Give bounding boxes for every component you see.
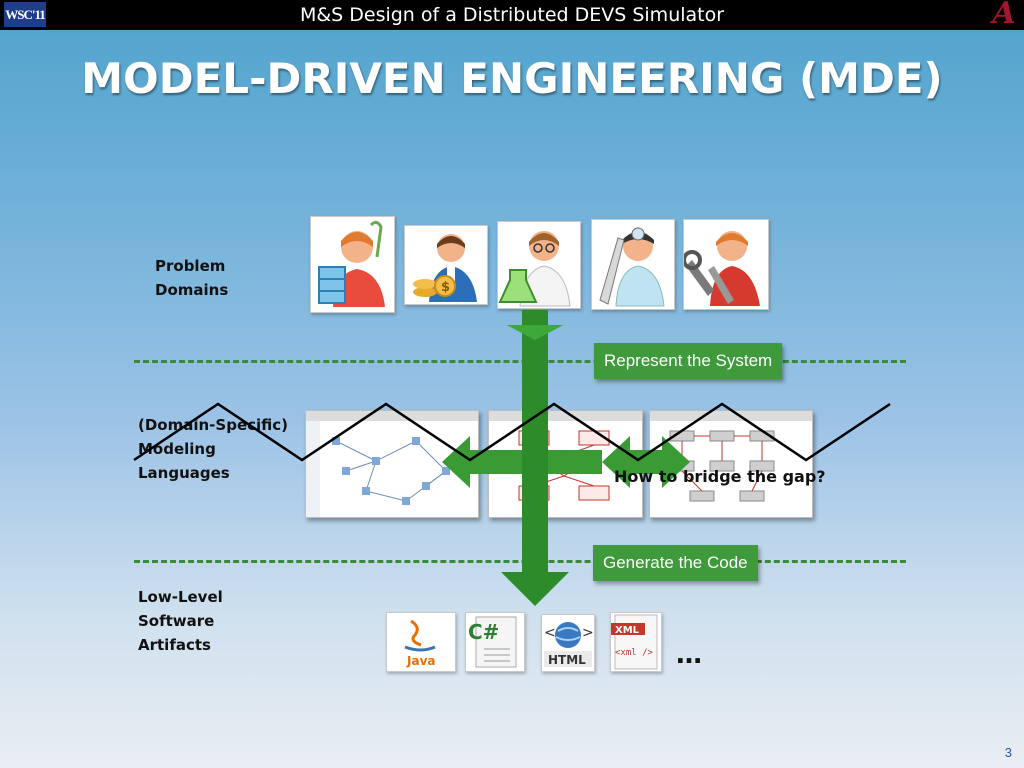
person-card-doctor: [591, 219, 675, 310]
xml-icon: XML <xml />: [611, 614, 658, 670]
bridge-question: How to bridge the gap?: [614, 467, 826, 486]
label-software-artifacts: Low-Level Software Artifacts: [138, 588, 223, 654]
callout-generate-code: Generate the Code: [593, 545, 758, 581]
artifact-html: < > HTML: [541, 614, 595, 672]
alabama-logo: A: [992, 0, 1016, 31]
page-number: 3: [1004, 745, 1012, 760]
scientist-person-icon: [498, 231, 571, 307]
java-icon: Java: [404, 619, 436, 668]
person-card-shopper: [310, 216, 395, 313]
vertical-flow-arrow: [501, 310, 569, 606]
separator-bottom: [134, 560, 906, 563]
callout-represent-system: Represent the System: [594, 343, 783, 379]
header-bar: [0, 0, 1024, 30]
mechanic-person-icon: [684, 231, 760, 306]
doctor-person-icon: [599, 227, 665, 307]
label-modeling-languages: (Domain-Specific) Modeling Languages: [138, 416, 289, 482]
header-title: M&S Design of a Distributed DEVS Simulat…: [299, 4, 725, 26]
html-label: HTML: [548, 653, 586, 667]
person-card-banker: $: [404, 225, 488, 305]
csharp-label: C#: [468, 620, 499, 644]
diagram-thumbnail-icon: [306, 411, 478, 517]
java-label: Java: [406, 654, 435, 668]
csharp-icon: C#: [468, 616, 517, 668]
banker-person-icon: $: [413, 234, 477, 302]
svg-text:>: >: [582, 625, 594, 641]
shopper-person-icon: [318, 220, 385, 307]
wsc-logo: WSC'11: [4, 2, 46, 27]
artifact-csharp: C#: [465, 612, 525, 672]
label-problem-domains: Problem Domains: [155, 257, 229, 299]
artifact-java: Java: [386, 612, 456, 672]
slide-title: MODEL-DRIVEN ENGINEERING (MDE): [81, 54, 943, 103]
html-icon: < > HTML: [544, 622, 594, 667]
svg-text:$: $: [441, 280, 450, 295]
gap-zigzag-line: [133, 402, 891, 462]
more-artifacts-ellipsis: …: [676, 640, 702, 670]
artifact-xml: XML <xml />: [610, 612, 662, 672]
person-card-scientist: [497, 221, 581, 309]
person-card-mechanic: [683, 219, 769, 310]
xml-tag: <xml />: [615, 648, 654, 658]
svg-text:<: <: [544, 625, 556, 641]
horizontal-bridge-arrows: [442, 436, 690, 488]
separator-top: [134, 360, 906, 363]
xml-badge: XML: [615, 625, 640, 636]
